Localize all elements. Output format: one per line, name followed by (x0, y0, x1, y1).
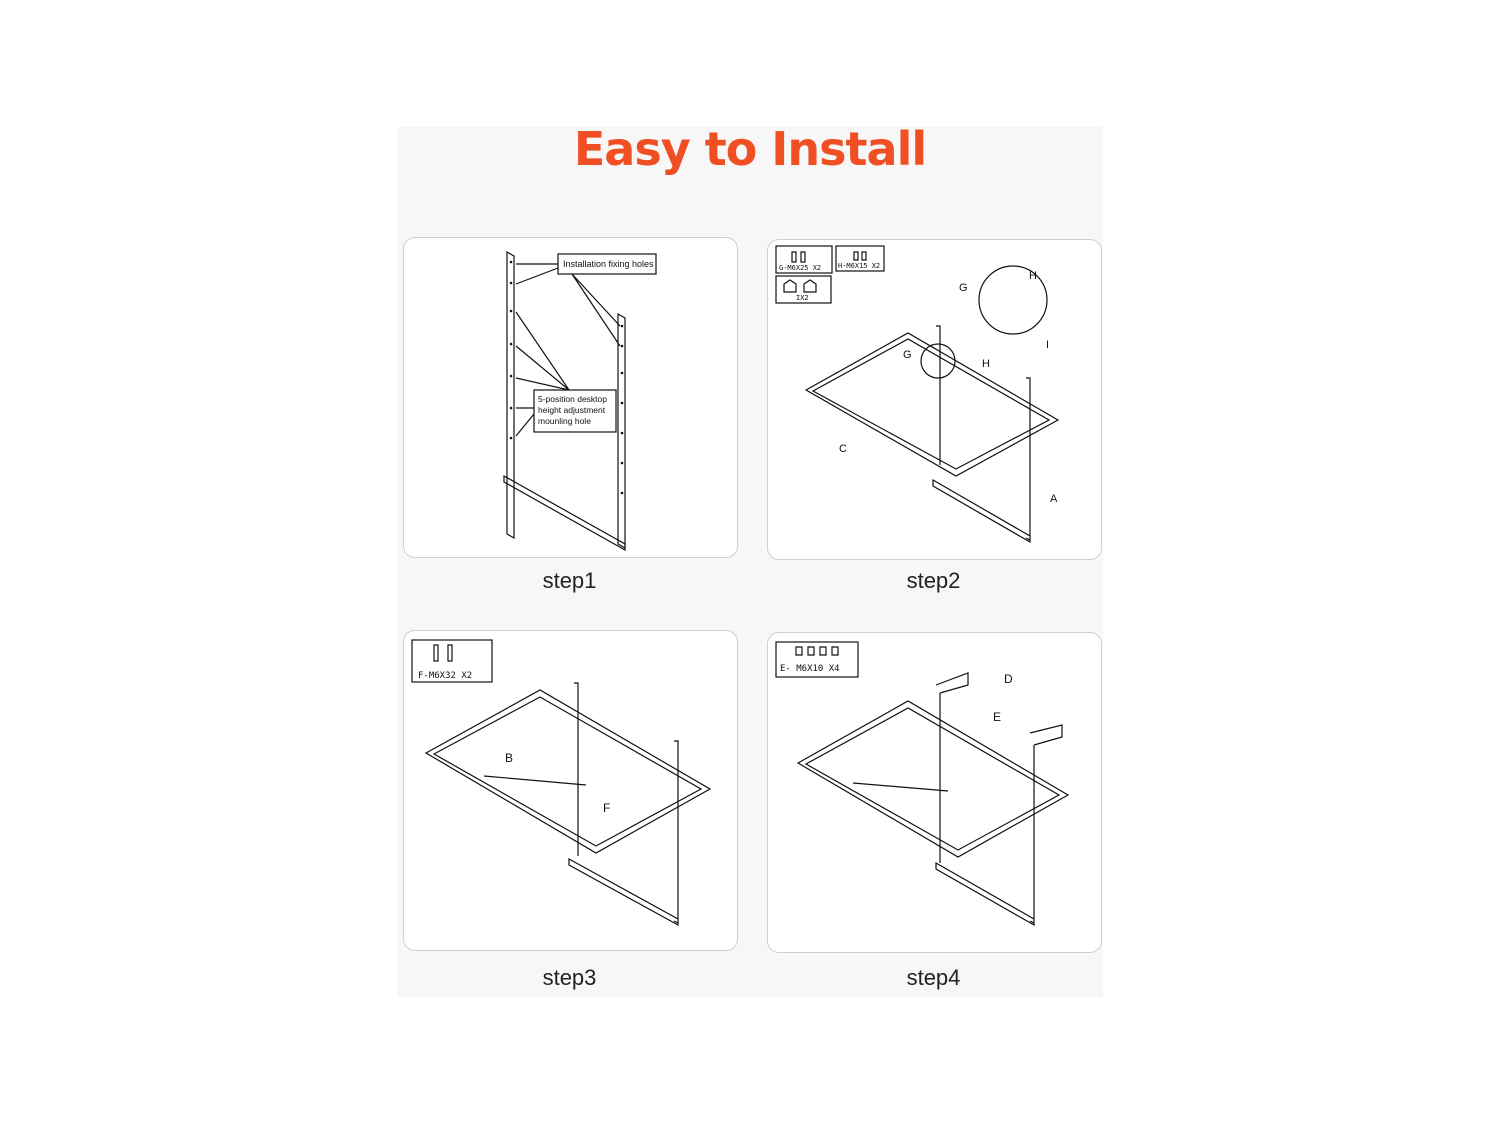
step2-label: step2 (906, 568, 961, 593)
part-h-label: H-M6X15 X2 (838, 262, 880, 270)
step1-diagram: Installation fixing holes 5-position des… (503, 250, 657, 552)
step3-card: F-M6X32 X2 B F (403, 630, 738, 951)
letter-h: H (982, 358, 990, 370)
letter-g-detail: G (959, 282, 968, 294)
step1-label: step1 (542, 568, 597, 593)
adjust-callout-line2: height adjustment (538, 405, 606, 415)
letter-d: D (1004, 672, 1013, 686)
letter-e: E (993, 710, 1001, 724)
step3-label: step3 (542, 965, 597, 990)
adjust-callout-line1: 5-position desktop (538, 394, 607, 404)
letter-i: I (1046, 339, 1049, 351)
fixing-holes-callout: Installation fixing holes (563, 259, 654, 269)
part-g-label: G-M6X25 X2 (779, 264, 821, 272)
letter-c: C (839, 443, 847, 455)
page-title: Easy to Install (573, 122, 927, 176)
part-i-label: IX2 (796, 294, 809, 302)
step2-diagram: G-M6X25 X2 H-M6X15 X2 IX2 G H I G H C A (775, 245, 1060, 544)
letter-b: B (505, 751, 513, 765)
step3-diagram: F-M6X32 X2 B F (411, 639, 712, 927)
step4-diagram: E- M6X10 X4 D E (775, 641, 1070, 927)
part-e-label: E- M6X10 X4 (780, 664, 840, 674)
step2-card: G-M6X25 X2 H-M6X15 X2 IX2 G H I G H C A (767, 239, 1102, 560)
letter-g: G (903, 349, 912, 361)
step4-label: step4 (906, 965, 961, 990)
letter-f: F (603, 801, 610, 815)
letter-a: A (1050, 493, 1058, 505)
step4-card: E- M6X10 X4 D E (767, 632, 1102, 953)
part-f-label: F-M6X32 X2 (418, 671, 472, 681)
step1-card: Installation fixing holes 5-position des… (403, 237, 738, 558)
letter-h-detail: H (1029, 270, 1037, 282)
adjust-callout-line3: mounling hole (538, 416, 591, 426)
